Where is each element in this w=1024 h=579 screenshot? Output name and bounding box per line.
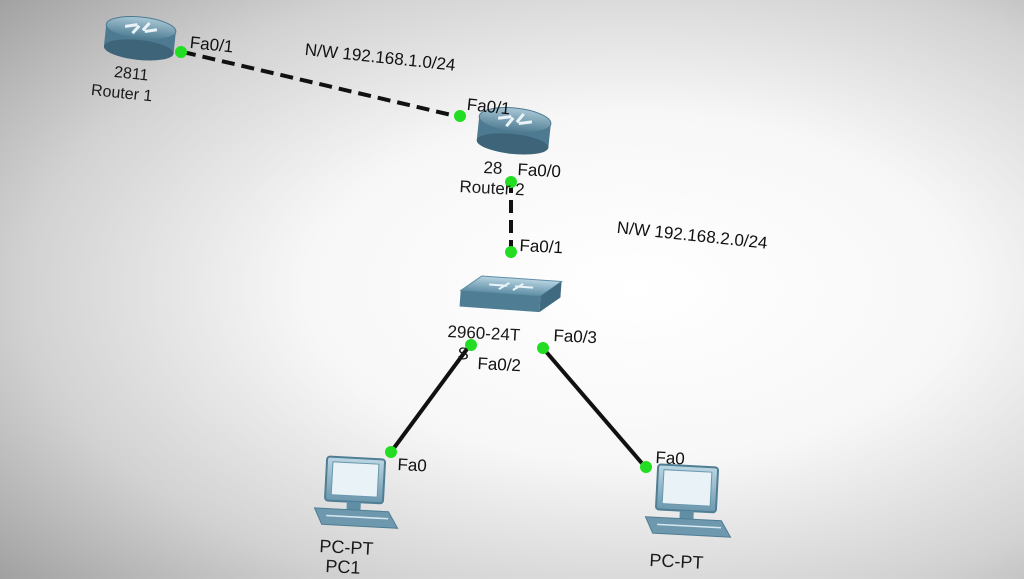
switch-name-label: S	[457, 344, 470, 364]
pc-icon[interactable]	[644, 463, 734, 538]
router2-model-label: 28	[483, 158, 503, 178]
switch-icon[interactable]	[459, 275, 564, 314]
cable-switch-pc2[interactable]	[540, 345, 648, 470]
link-light	[385, 446, 397, 458]
router2-port-label-down: Fa0/0	[517, 160, 562, 182]
pc2-model-label: PC-PT	[648, 550, 704, 573]
switch-port-label-left: Fa0/2	[477, 354, 522, 376]
router-icon[interactable]	[476, 104, 552, 157]
switch-port-label-right: Fa0/3	[553, 326, 598, 348]
switch-model-label: 2960-24T	[447, 322, 521, 345]
link-light	[537, 342, 549, 354]
link-light	[505, 246, 517, 258]
router1-model-label: 2811	[113, 64, 150, 85]
link-light	[465, 339, 477, 351]
router2-name-label: Router 2	[459, 177, 526, 200]
link-light	[454, 110, 466, 122]
pc2-port-label: Fa0	[655, 448, 686, 469]
cable-switch-pc1[interactable]	[389, 343, 472, 454]
cable-router1-router2[interactable]	[182, 50, 461, 119]
pc1-port-label: Fa0	[397, 455, 428, 476]
link-light	[640, 461, 652, 473]
pc-icon[interactable]	[313, 455, 401, 529]
link-light	[505, 176, 517, 188]
link-light	[175, 46, 187, 58]
pc1-name-label: PC1	[324, 556, 361, 578]
switch-port-label-up: Fa0/1	[519, 236, 564, 258]
router-icon[interactable]	[103, 13, 177, 63]
